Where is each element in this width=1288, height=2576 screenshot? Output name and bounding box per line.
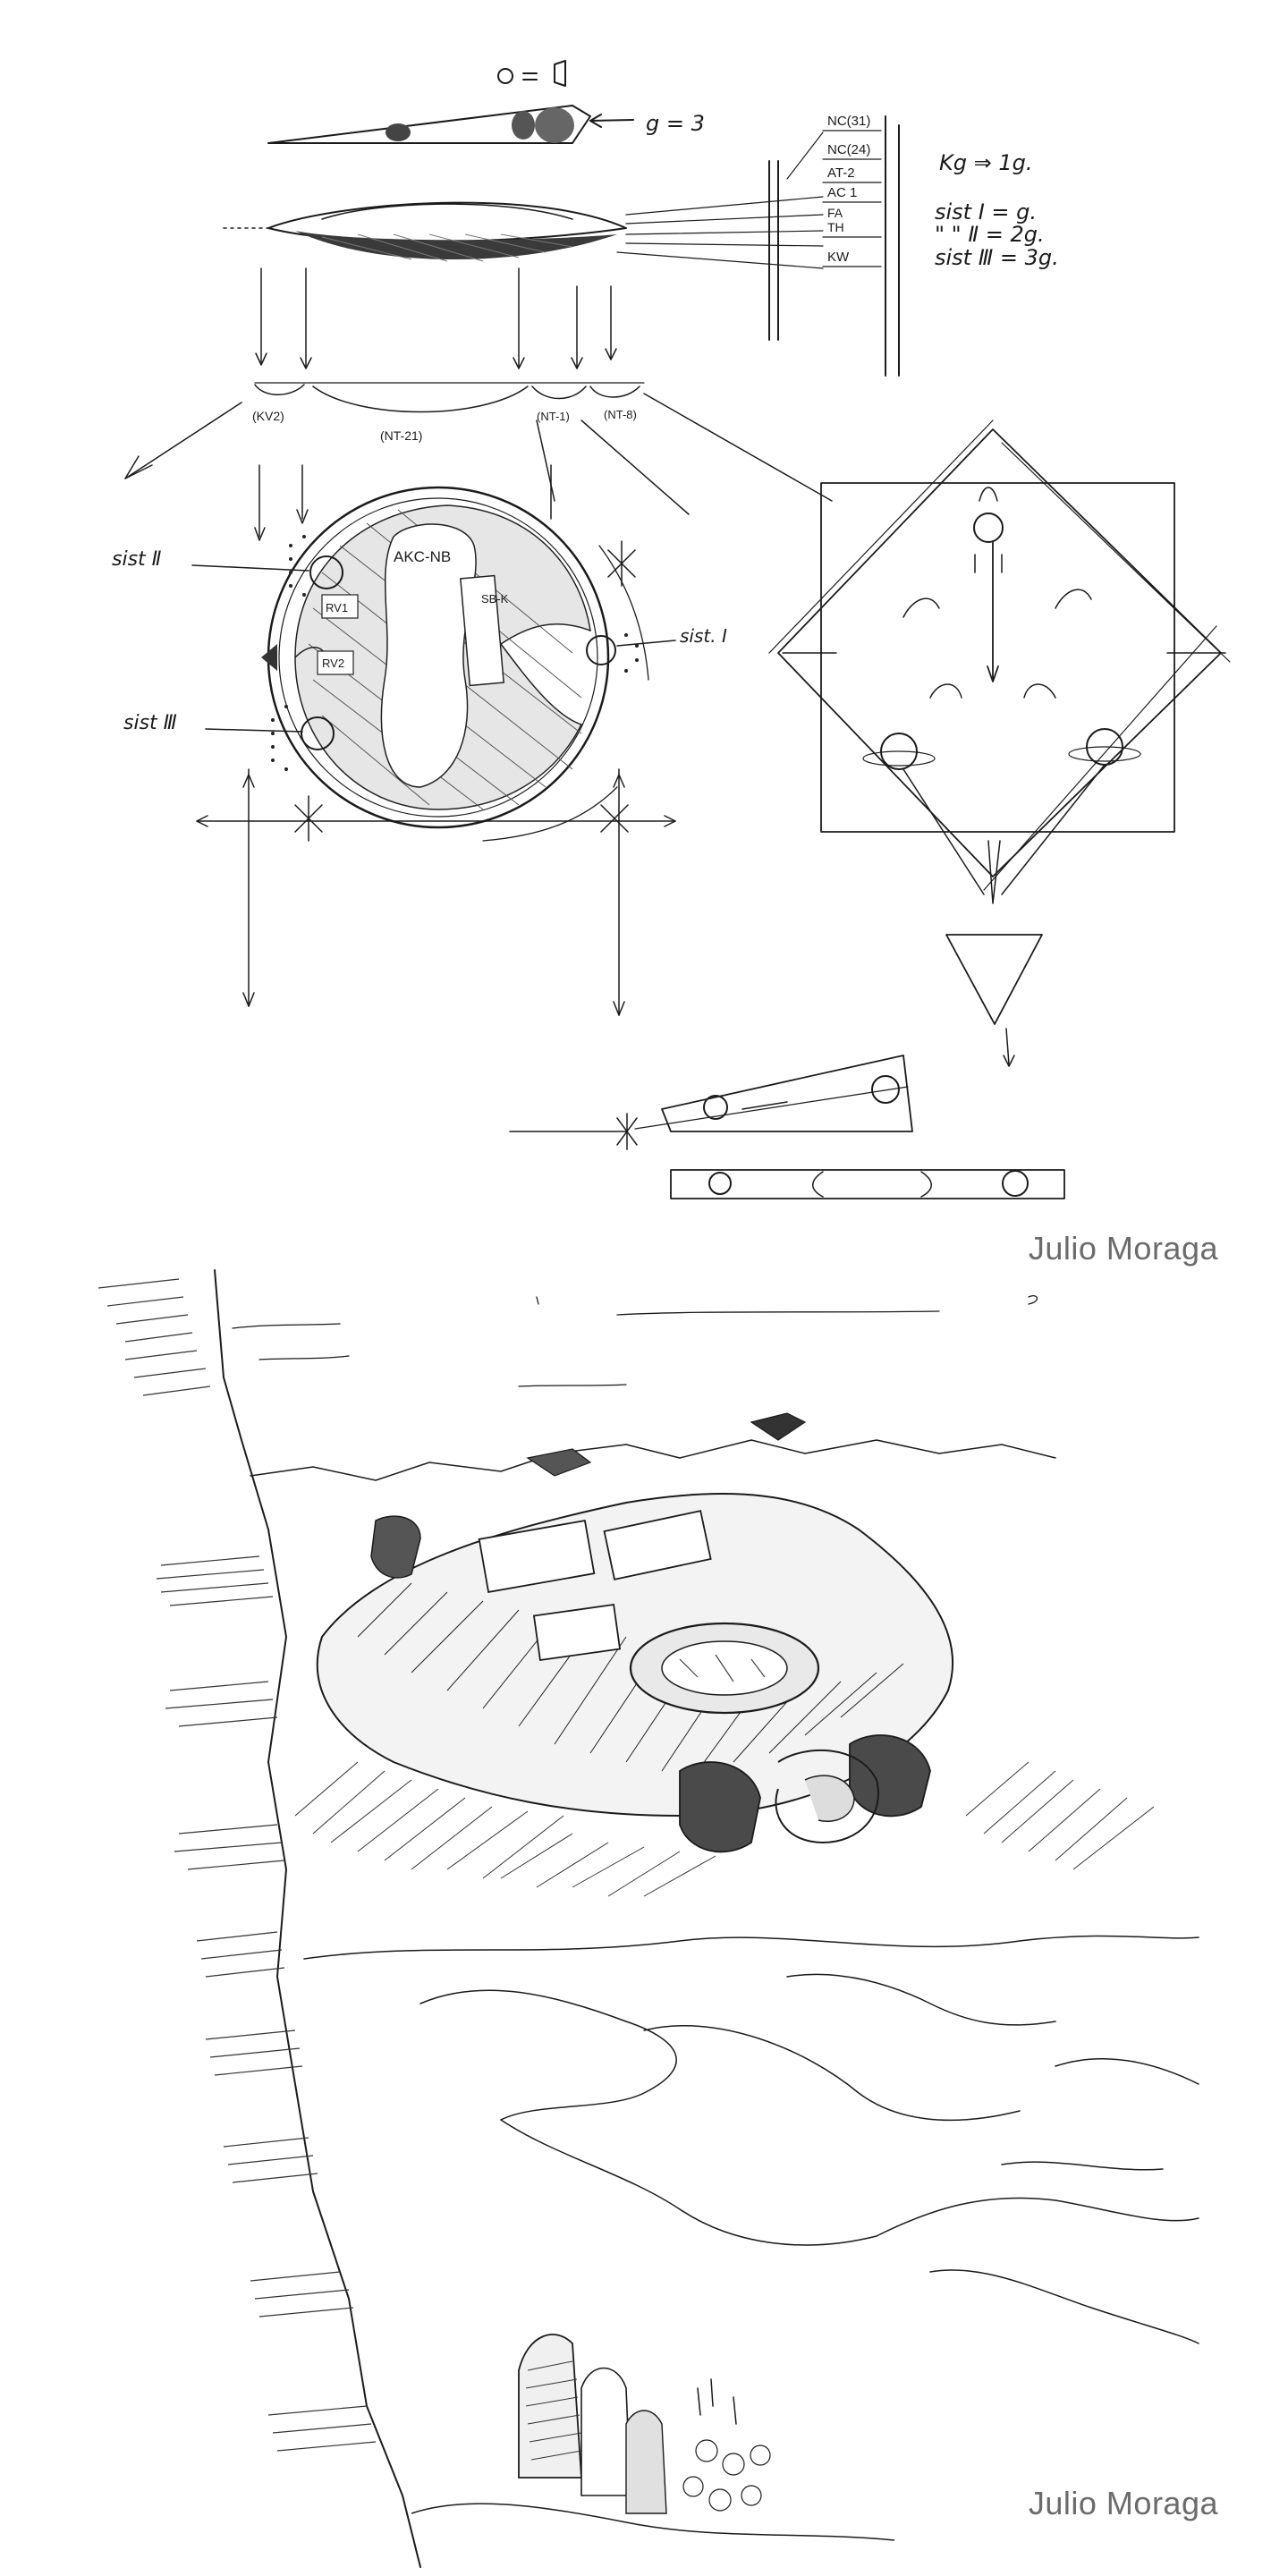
g-label: g = 3 — [646, 111, 705, 136]
tag-label: NC(24) — [827, 142, 870, 157]
slope-hatching — [294, 1761, 1155, 1897]
technical-sketch: g = 3 NC(31) NC(24) AT-2 — [112, 60, 1231, 1199]
tag-label: AT-2 — [827, 165, 855, 181]
landscape-illustration — [97, 1269, 1199, 2568]
tag-label: KW — [827, 250, 850, 265]
tag-label: FA — [827, 206, 843, 220]
artist-signature: Julio Moraga — [1028, 2485, 1218, 2521]
sist3-label: sist Ⅲ — [123, 712, 177, 734]
saucer-side-elevation — [223, 196, 824, 269]
wrecked-ship — [316, 1412, 954, 1853]
landscape-illustration-panel — [0, 1261, 1288, 2576]
tag-column: NC(31) NC(24) AT-2 AC 1 FA TH KW — [768, 114, 900, 377]
projection-lines — [255, 267, 617, 369]
left-cliff — [97, 1269, 421, 2568]
hull-side-view: g = 3 — [267, 105, 705, 144]
note-line: Kg ⇒ 1g. — [939, 150, 1032, 175]
plan-dimension-lines — [196, 768, 676, 1016]
tag-label: AC 1 — [827, 185, 857, 200]
plan-view: AKC-NB RV1 RV2 SB-K sist Ⅱ sist Ⅲ sist. … — [112, 464, 727, 842]
thrust-diagram — [768, 419, 1231, 1067]
horizon — [250, 1439, 1056, 1481]
sist1-label: sist. Ⅰ — [680, 625, 727, 647]
span-label: (KV2) — [252, 409, 284, 423]
sist2-label: sist Ⅱ — [112, 548, 162, 571]
artist-signature: Julio Moraga — [1028, 1230, 1218, 1267]
top-symbols — [497, 60, 566, 87]
note-line: sist Ⅲ = 3g. — [935, 245, 1059, 270]
lower-schematics — [509, 1055, 1065, 1199]
foreground-ruins — [411, 2334, 895, 2541]
note-line: sist Ⅰ = g. — [935, 199, 1037, 225]
valley-contours — [303, 1935, 1199, 2344]
core-label: AKC-NB — [394, 548, 451, 565]
rv1-label: RV1 — [326, 601, 348, 614]
span-label: (NT-1) — [537, 410, 570, 423]
note-line: " " Ⅱ = 2g. — [935, 222, 1045, 247]
span-label: (NT-21) — [380, 428, 422, 443]
tag-label: NC(31) — [827, 114, 870, 129]
technical-sketch-panel: g = 3 NC(31) NC(24) AT-2 — [0, 0, 1288, 1279]
span-label: (NT-8) — [604, 408, 637, 421]
notes-block: Kg ⇒ 1g. sist Ⅰ = g. " " Ⅱ = 2g. sist Ⅲ … — [935, 150, 1059, 270]
tag-label: TH — [827, 220, 844, 234]
span-dimensions: (KV2) (NT-21) (NT-1) (NT-8) — [124, 382, 833, 515]
rv2-label: RV2 — [322, 657, 344, 670]
sky-strokes — [232, 1295, 1038, 1387]
sbk-label: SB-K — [481, 592, 509, 606]
